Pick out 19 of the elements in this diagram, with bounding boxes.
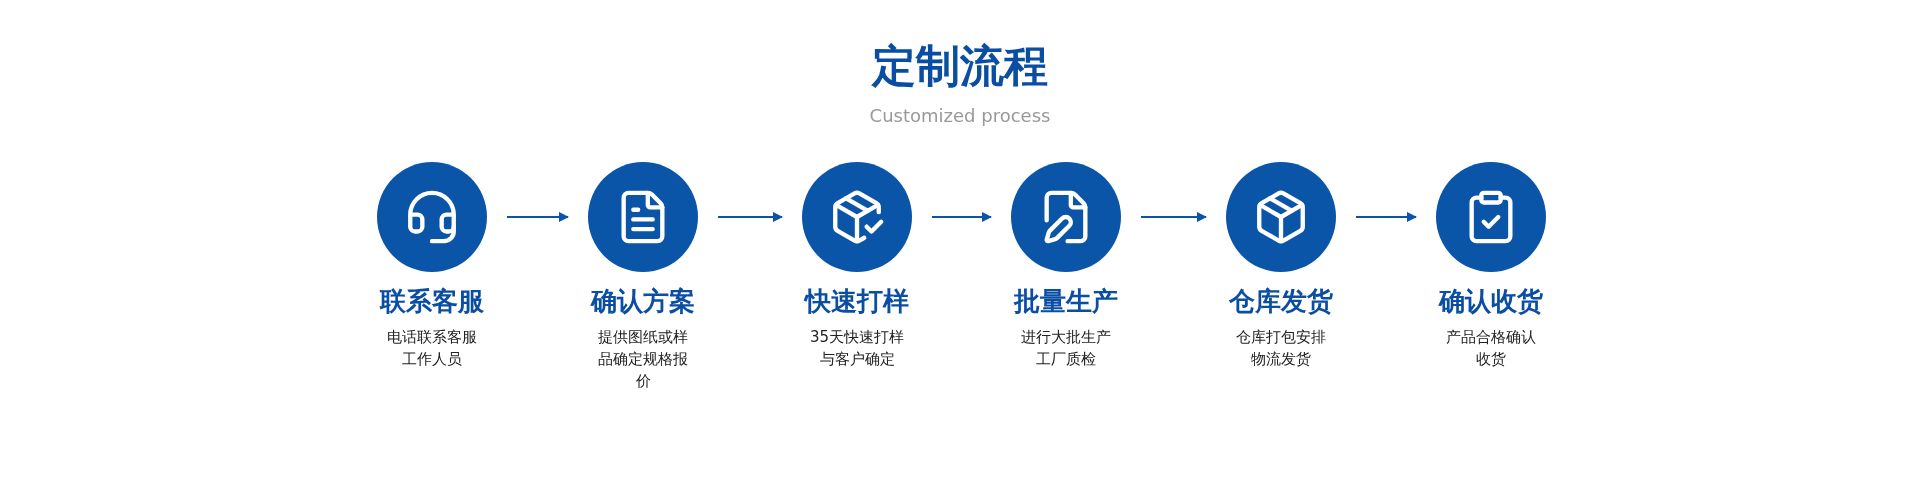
- step-title: 确认方案: [591, 285, 695, 318]
- step-description: 进行大批生产工厂质检: [1020, 327, 1112, 370]
- arrow: [1355, 212, 1417, 222]
- title: 定制流程: [872, 40, 1048, 92]
- arrow: [717, 212, 783, 222]
- step-title: 批量生产: [1014, 285, 1118, 318]
- arrow: [931, 212, 992, 222]
- step-title: 快速打样: [805, 285, 909, 318]
- arrow: [506, 212, 569, 222]
- arrow: [1140, 212, 1207, 222]
- step-description: 电话联系客服工作人员: [386, 327, 478, 370]
- step-description: 35天快速打样与客户确定: [808, 327, 906, 370]
- step-description: 提供图纸或样品确定规格报价: [597, 327, 689, 392]
- step-description: 仓库打包安排物流发货: [1235, 327, 1327, 370]
- step-title: 确认收货: [1439, 285, 1543, 318]
- step-title: 仓库发货: [1229, 285, 1333, 318]
- subtitle: Customized process: [869, 104, 1051, 128]
- step-title: 联系客服: [380, 285, 484, 318]
- step-description: 产品合格确认收货: [1445, 327, 1537, 370]
